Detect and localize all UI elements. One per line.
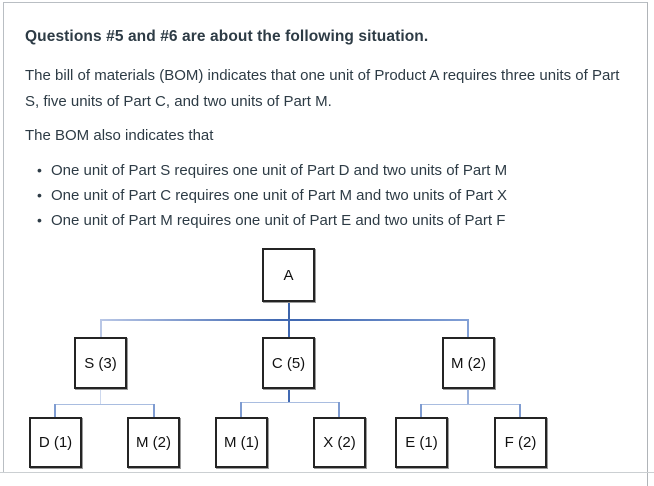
bom-node-f2: F (2)	[494, 417, 547, 468]
list-item: • One unit of Part M requires one unit o…	[25, 208, 624, 233]
connector-level2-rail	[100, 319, 469, 321]
question-paragraph-1: The bill of materials (BOM) indicates th…	[25, 67, 620, 110]
question-frame	[3, 2, 648, 486]
bom-node-d1: D (1)	[29, 417, 82, 468]
bom-node-m2-under-s: M (2)	[127, 417, 180, 468]
connector-drop-to-m2	[153, 404, 155, 418]
question-frame-left-border	[3, 2, 4, 472]
connector-s-children-rail	[54, 404, 155, 405]
bullet-icon: •	[37, 186, 42, 203]
bom-node-m2: M (2)	[442, 337, 495, 389]
bullet-icon: •	[37, 211, 42, 228]
connector-drop-to-d	[54, 404, 56, 418]
list-item: • One unit of Part S requires one unit o…	[25, 158, 624, 183]
question-content: Questions #5 and #6 are about the follow…	[4, 3, 634, 233]
connector-drop-to-m	[467, 321, 469, 337]
connector-c-children-rail	[240, 402, 340, 403]
list-item-text: One unit of Part M requires one unit of …	[51, 211, 506, 229]
connector-a-stub	[288, 301, 290, 319]
bom-node-a: A	[262, 248, 315, 302]
connector-drop-to-x	[338, 402, 340, 418]
question-paragraph-2: The BOM also indicates that	[25, 127, 214, 144]
connector-drop-to-m1	[240, 402, 242, 418]
connector-m-stub	[467, 389, 469, 405]
bom-node-x2: X (2)	[313, 417, 366, 468]
bom-rules-list: • One unit of Part S requires one unit o…	[25, 158, 624, 233]
connector-drop-to-e	[420, 404, 422, 418]
bom-node-m1-under-c: M (1)	[215, 417, 268, 468]
connector-drop-to-f	[519, 404, 521, 418]
bom-node-c5: C (5)	[262, 337, 315, 389]
connector-c-stub	[288, 389, 290, 403]
connector-drop-to-s	[100, 321, 102, 337]
list-item-text: One unit of Part C requires one unit of …	[51, 186, 508, 204]
bullet-icon: •	[37, 161, 42, 178]
bom-node-s3: S (3)	[74, 337, 127, 389]
list-item-text: One unit of Part S requires one unit of …	[51, 161, 508, 179]
connector-drop-to-c	[288, 321, 290, 337]
connector-m-children-rail	[420, 404, 520, 405]
bom-node-e1: E (1)	[395, 417, 448, 468]
connector-s-stub	[100, 389, 101, 405]
question-title: Questions #5 and #6 are about the follow…	[25, 28, 429, 45]
bottom-divider	[0, 472, 654, 473]
list-item: • One unit of Part C requires one unit o…	[25, 183, 624, 208]
